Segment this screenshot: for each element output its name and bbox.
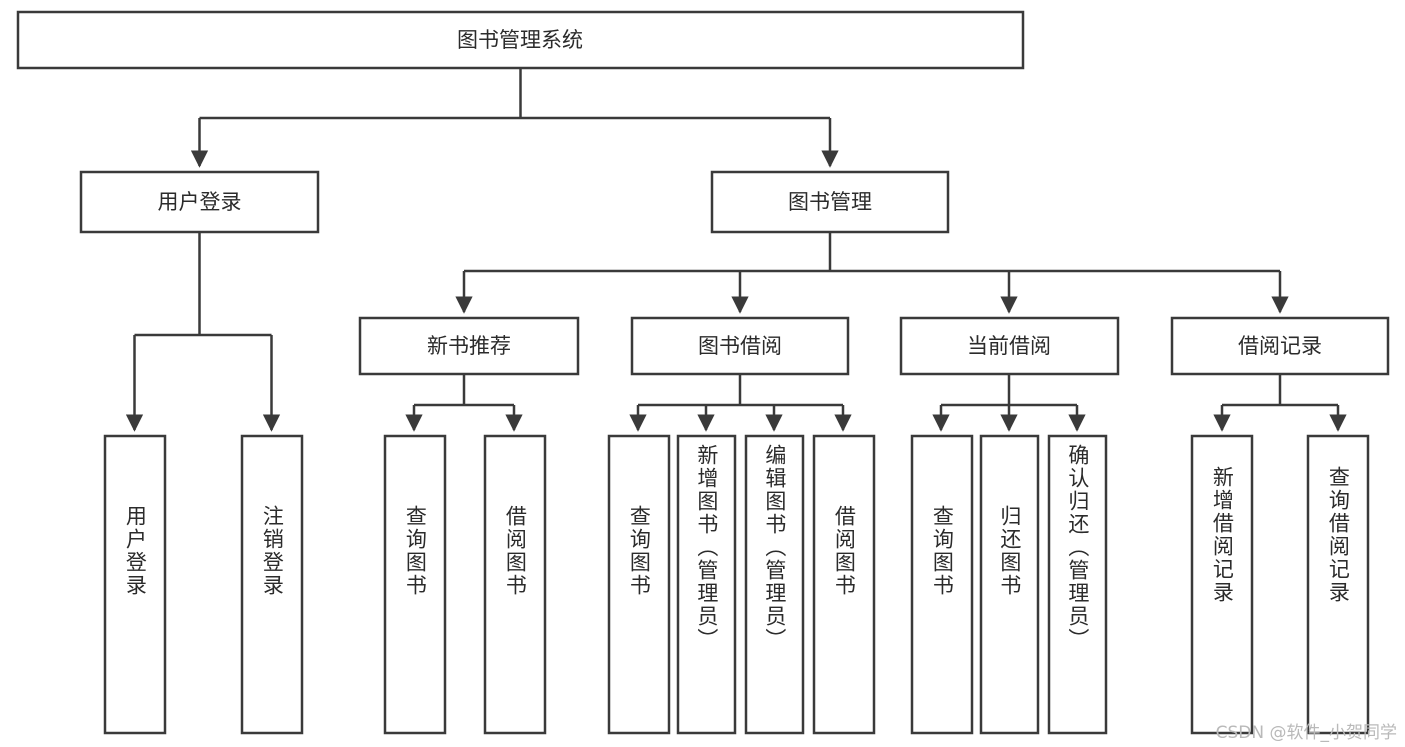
node-root[interactable]: 图书管理系统 [16, 10, 1025, 70]
node-borrow-record-label: 借阅记录 [1238, 334, 1322, 358]
leaf-box-borrow-record-1[interactable] [1306, 434, 1370, 735]
node-new-book-recommend-box[interactable] [358, 316, 580, 376]
leaf-box-book-borrow-2[interactable] [744, 434, 805, 735]
leaf-box-user-login-1[interactable] [240, 434, 304, 735]
node-new-book-recommend[interactable]: 新书推荐 [358, 316, 580, 376]
node-book-mgmt-label: 图书管理 [788, 190, 872, 214]
connector-group-root [190, 68, 839, 168]
leaf-box-book-borrow-0[interactable] [607, 434, 671, 735]
node-new-book-recommend-label: 新书推荐 [427, 334, 511, 358]
node-book-mgmt[interactable]: 图书管理 [710, 170, 950, 234]
connector-group-borrow-record [1213, 374, 1347, 432]
leaf-box-borrow-record-0[interactable] [1190, 434, 1254, 735]
connector-group-book-mgmt [455, 232, 1289, 314]
leaf-box-book-borrow-1[interactable] [676, 434, 737, 735]
node-user-login-label: 用户登录 [158, 190, 242, 214]
node-borrow-record-box[interactable] [1170, 316, 1390, 376]
leaf-boxes-current-borrow [910, 434, 1108, 735]
leaf-box-current-borrow-2[interactable] [1047, 434, 1108, 735]
node-current-borrow-box[interactable] [899, 316, 1120, 376]
leaf-box-user-login-0[interactable] [103, 434, 167, 735]
connector-group-book-borrow [629, 374, 852, 432]
connector-group-current-borrow [932, 374, 1086, 432]
leaf-boxes-new-book-recommend [383, 434, 547, 735]
leaf-boxes-book-borrow [607, 434, 876, 735]
leaf-box-current-borrow-1[interactable] [979, 434, 1040, 735]
node-book-borrow-box[interactable] [630, 316, 850, 376]
node-root-box[interactable] [16, 10, 1025, 70]
node-book-mgmt-box[interactable] [710, 170, 950, 234]
leaf-box-new-book-1[interactable] [483, 434, 547, 735]
node-book-borrow[interactable]: 图书借阅 [630, 316, 850, 376]
node-user-login[interactable]: 用户登录 [79, 170, 320, 234]
connector-group-new-book [405, 374, 523, 432]
leaf-box-new-book-0[interactable] [383, 434, 447, 735]
connector-group-user-login [125, 232, 281, 432]
node-current-borrow[interactable]: 当前借阅 [899, 316, 1120, 376]
leaf-boxes-user-login [103, 434, 304, 735]
node-book-borrow-label: 图书借阅 [698, 334, 782, 358]
leaf-boxes-borrow-record [1190, 434, 1370, 735]
node-borrow-record[interactable]: 借阅记录 [1170, 316, 1390, 376]
leaf-box-current-borrow-0[interactable] [910, 434, 974, 735]
leaf-box-book-borrow-3[interactable] [812, 434, 876, 735]
node-user-login-box[interactable] [79, 170, 320, 234]
node-root-label: 图书管理系统 [457, 28, 583, 52]
node-current-borrow-label: 当前借阅 [967, 334, 1051, 358]
